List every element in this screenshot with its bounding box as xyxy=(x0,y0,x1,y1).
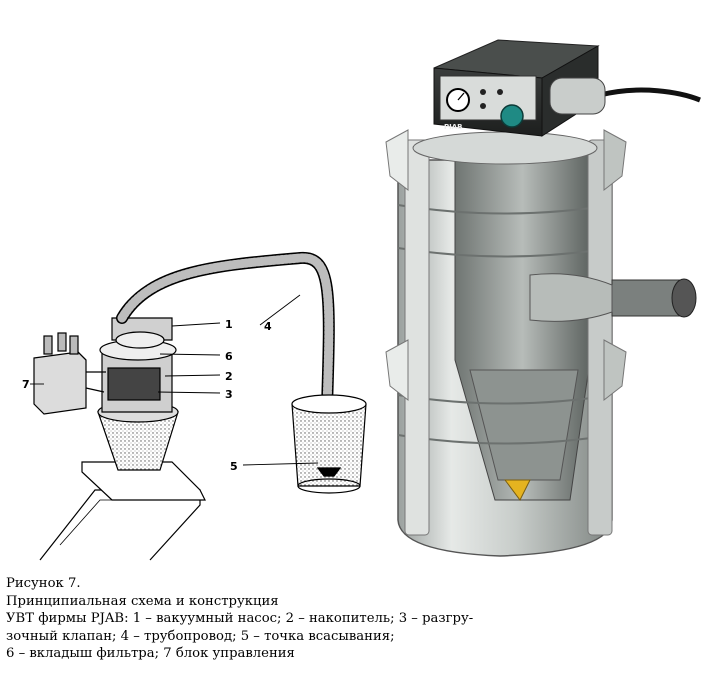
caption-line: 6 – вкладыш фильтра; 7 блок управления xyxy=(6,646,295,662)
control-block xyxy=(33,332,106,415)
caption-title: Рисунок 7. xyxy=(6,576,81,591)
conveyor-illustration: 1 4 6 2 3 7 5 xyxy=(22,39,701,561)
filter-insert xyxy=(107,367,161,401)
schematic xyxy=(30,251,367,561)
label-4: 4 xyxy=(264,320,272,333)
caption-subtitle: Принципиальная схема и конструкция xyxy=(6,593,279,609)
material-container xyxy=(291,394,367,494)
inlet-pipe xyxy=(529,273,697,322)
leader-lines xyxy=(30,294,319,466)
label-5: 5 xyxy=(230,460,238,473)
caption-line: УВТ фирмы PJAB: 1 – вакуумный насос; 2 –… xyxy=(6,611,474,627)
base-plate xyxy=(39,461,206,561)
control-unit: PIAB xyxy=(433,39,606,137)
figure-caption: Рисунок 7. Принципиальная схема и констр… xyxy=(6,575,706,663)
power-cable xyxy=(599,87,701,103)
label-1: 1 xyxy=(225,318,233,331)
label-3: 3 xyxy=(225,388,233,401)
cutaway-receiver: PIAB xyxy=(385,39,701,557)
label-7: 7 xyxy=(22,378,30,391)
caption-line: зочный клапан; 4 – трубопровод; 5 – точк… xyxy=(6,628,395,644)
label-2: 2 xyxy=(225,370,233,383)
brand-plate: PIAB xyxy=(444,123,463,131)
label-6: 6 xyxy=(225,350,233,363)
